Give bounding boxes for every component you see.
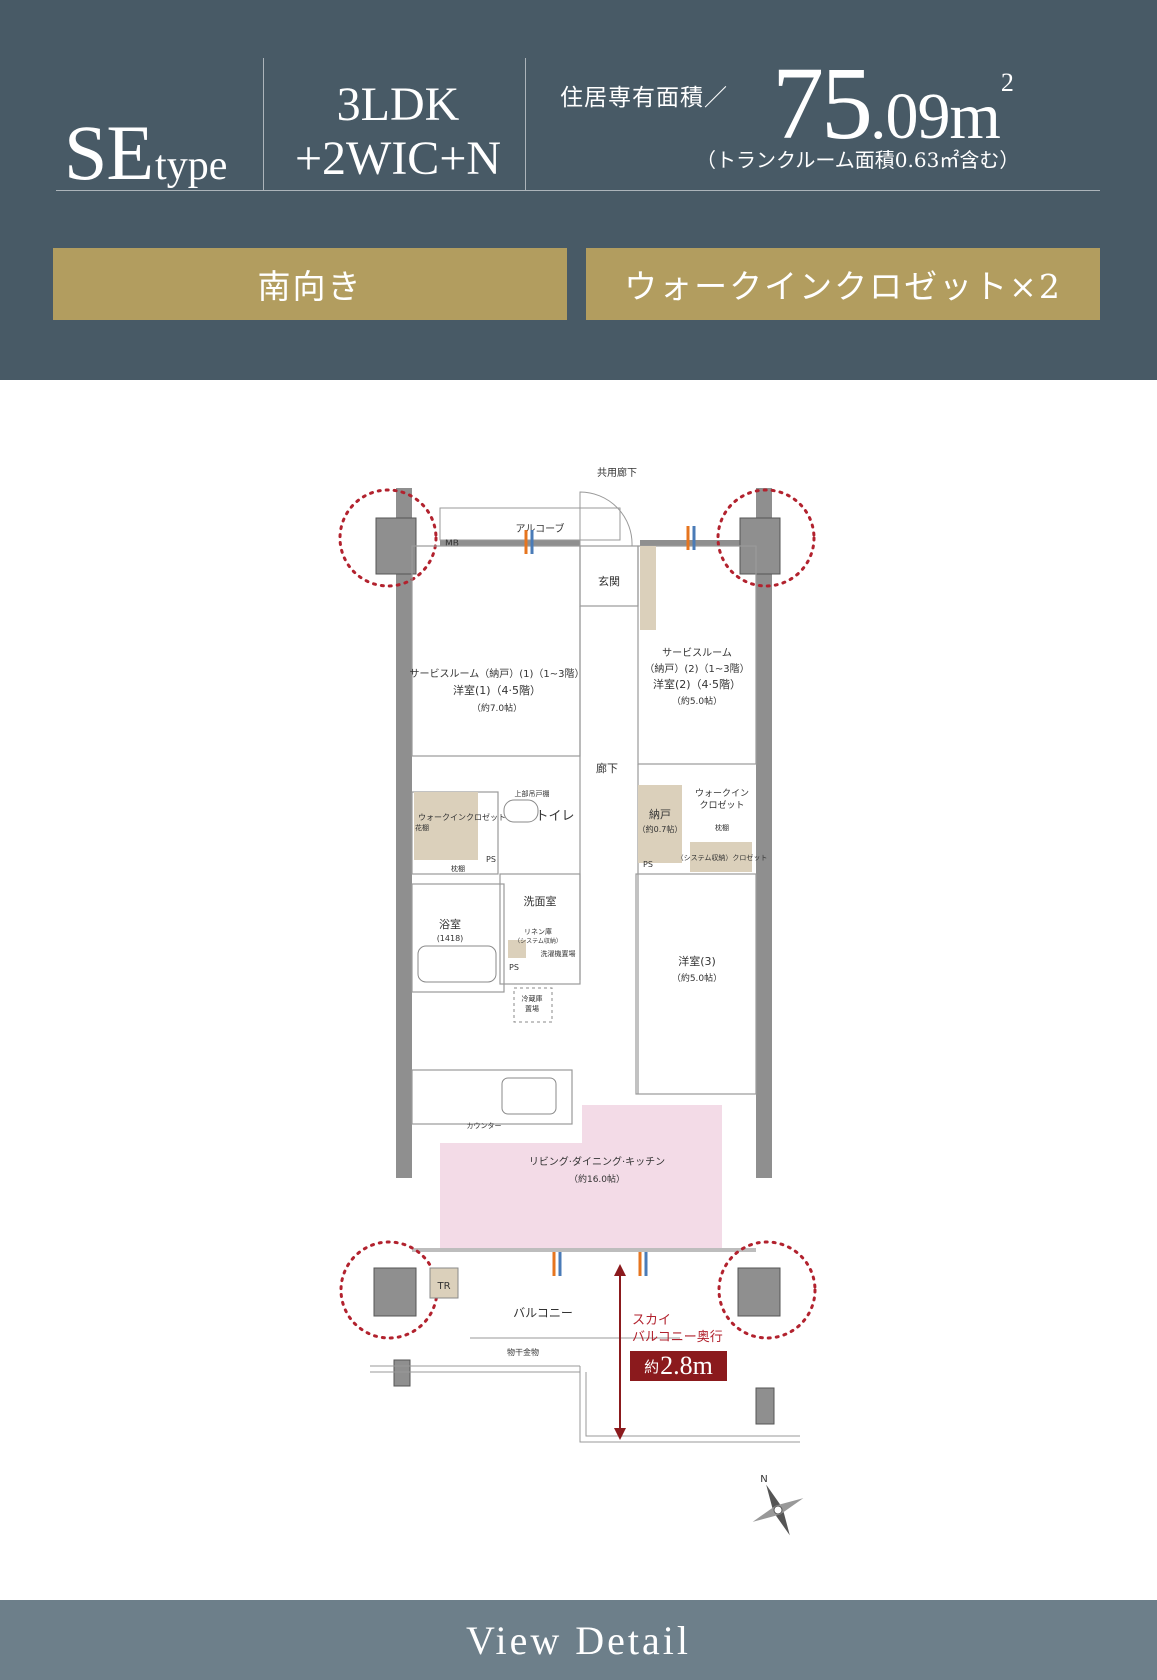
floor-plan-drawing: アルコーブ 共用廊下 MB 玄関 サービスルーム（納戸）(1)（1~3階） 洋室…	[338, 466, 817, 1536]
wall-bottom	[412, 1248, 756, 1252]
balcony-post-left	[393, 1359, 411, 1387]
header-rule	[56, 190, 1100, 191]
unit-type-suffix: type	[155, 143, 228, 189]
label-upper-shelf: 上部吊戸棚	[515, 789, 550, 798]
compass-icon	[752, 1484, 804, 1536]
bathtub	[417, 945, 497, 983]
label-service2-line1: サービスルーム	[662, 647, 732, 659]
area-unit: m	[949, 80, 1001, 153]
label-sys-closet: （システム収納）クロゼット	[677, 853, 768, 862]
fridge-space	[513, 987, 553, 1023]
label-room3-size: （約5.0帖）	[672, 972, 722, 984]
label-hallway: 廊下	[596, 761, 618, 775]
label-bathroom-size: (1418)	[437, 934, 464, 943]
view-detail-button[interactable]: View Detail	[0, 1600, 1157, 1680]
plan-type-line2: +2WIC+N	[294, 132, 502, 185]
area-note: （トランクルーム面積0.63㎡含む）	[696, 148, 1020, 172]
header: SEtype 3LDK +2WIC+N 住居専有面積／ 75.09m2 （トラン…	[0, 0, 1157, 380]
label-service1-line1: サービスルーム（納戸）(1)（1~3階）	[410, 667, 585, 680]
depth-arrow-bottom	[614, 1428, 626, 1440]
depth-prefix: 約	[644, 1357, 660, 1376]
label-room3: 洋室(3)	[678, 954, 716, 968]
label-alcove: アルコーブ	[515, 522, 564, 535]
label-wic-right-line1: ウォークイン	[695, 788, 749, 799]
wall-left	[396, 488, 412, 1178]
label-wic-right-line2: クロゼット	[699, 799, 744, 811]
label-mb: MB	[445, 539, 459, 549]
label-service1-line3: （約7.0帖）	[472, 702, 522, 714]
depth-arrow-top	[614, 1264, 626, 1276]
unit-type-label: SEtype	[64, 108, 227, 198]
column-top-left	[375, 517, 417, 575]
label-corridor: 共用廊下	[597, 466, 637, 479]
label-ps-2: PS	[643, 860, 653, 869]
entrance-door	[579, 491, 633, 547]
area-dec: .09	[870, 80, 950, 153]
label-storage-line2: （約0.7帖）	[638, 824, 683, 834]
label-ldk-size: （約16.0帖）	[569, 1173, 625, 1185]
airflow-markers	[524, 526, 696, 1276]
label-pillow-shelf-right: 枕棚	[715, 823, 729, 832]
depth-value: 2.8m	[660, 1351, 713, 1380]
label-ps: PS	[486, 855, 496, 864]
label-storage-line1: 納戸	[649, 808, 671, 821]
kitchen-sink	[501, 1077, 557, 1115]
depth-label-line2: バルコニー奥行	[632, 1330, 723, 1345]
label-service2-line3: 洋室(2)（4·5階）	[653, 677, 741, 691]
label-service2-line2: （納戸）(2)（1~3階）	[644, 662, 749, 675]
label-linen-sub: （システム収納）	[514, 937, 562, 945]
label-bathroom: 浴室	[439, 917, 461, 931]
area-label: 住居専有面積／	[560, 85, 728, 111]
feature-walk-in-closet: ウォークインクロゼット×2	[586, 248, 1100, 320]
label-compass-north: N	[760, 1474, 767, 1485]
label-pillow-shelf: 枕棚	[451, 864, 465, 873]
ldk-highlight	[440, 1105, 722, 1248]
balcony-post-right	[755, 1387, 775, 1425]
label-wic-left: ウォークインクロゼット	[418, 812, 506, 822]
trunk-room	[429, 1267, 459, 1299]
column-bottom-left	[373, 1267, 417, 1317]
alcove	[439, 507, 621, 541]
label-tr: TR	[436, 1281, 450, 1292]
label-toilet: トイレ	[535, 809, 574, 824]
label-service2-line4: （約5.0帖）	[672, 695, 722, 707]
label-washroom: 洗面室	[524, 894, 557, 908]
plan-type-line1: 3LDK	[336, 78, 460, 131]
label-fridge: 冷蔵庫	[522, 994, 543, 1003]
depth-label: スカイ バルコニー奥行	[632, 1312, 723, 1346]
area-value: 75.09m2	[772, 52, 1014, 156]
unit-type-main: SE	[64, 109, 154, 196]
balcony-rails	[370, 1337, 800, 1443]
label-fridge-sub: 置場	[525, 1004, 539, 1013]
corner-markers	[338, 488, 817, 1340]
label-ldk: リビング·ダイニング·キッチン	[529, 1155, 665, 1168]
label-balcony: バルコニー	[513, 1306, 573, 1320]
label-entrance: 玄関	[598, 574, 620, 588]
wall-right	[756, 488, 772, 1178]
header-divider	[525, 58, 526, 190]
toilet-fixture	[503, 799, 539, 823]
label-flower-shelf: 花棚	[415, 823, 429, 832]
label-ps-3: PS	[509, 963, 519, 972]
label-linen: リネン庫	[524, 927, 552, 936]
feature-south-facing: 南向き	[53, 248, 567, 320]
depth-label-line1: スカイ	[632, 1313, 672, 1328]
wall-top-right	[640, 540, 756, 546]
room-outlines	[411, 545, 757, 1125]
wall-top-left	[440, 540, 580, 546]
label-washer: 洗濯機置場	[541, 949, 576, 958]
label-counter: カウンター	[467, 1121, 502, 1130]
closet-fills	[414, 546, 752, 958]
label-service1-line2: 洋室(1)（4·5階）	[453, 683, 541, 697]
plan-type: 3LDK +2WIC+N	[268, 78, 528, 186]
floor-plan: アルコーブ 共用廊下 MB 玄関 サービスルーム（納戸）(1)（1~3階） 洋室…	[0, 380, 1157, 1600]
area-unit-sup: 2	[1000, 68, 1014, 97]
area-int: 75	[772, 46, 873, 161]
header-divider	[263, 58, 264, 190]
column-bottom-right	[737, 1267, 781, 1317]
label-drying: 物干金物	[507, 1347, 539, 1357]
